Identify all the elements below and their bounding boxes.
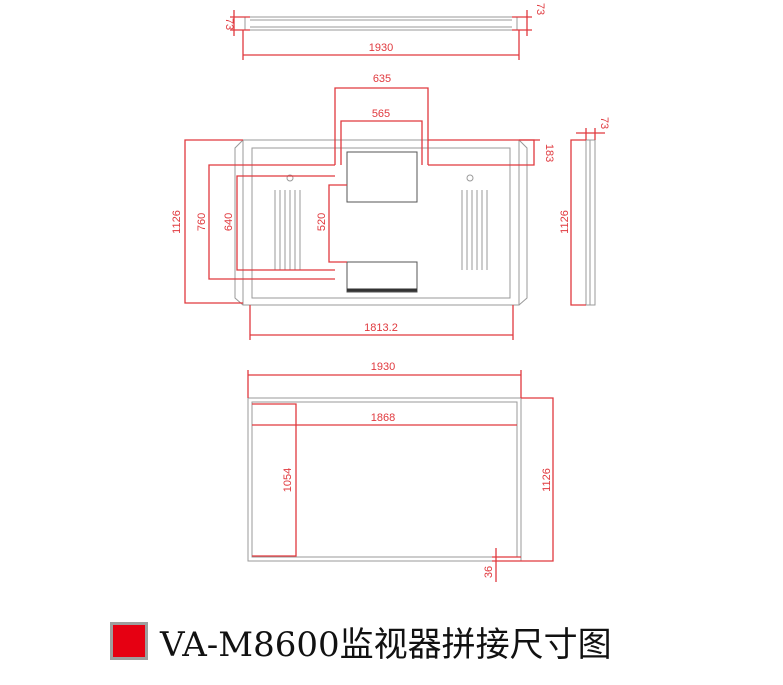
side-view: 73 1126 [559,117,610,306]
mount-height-640-label: 640 [223,213,235,231]
bracket-height-label: 183 [543,144,555,162]
mount-height-760-label: 760 [196,213,208,231]
bezel-label: 36 [483,566,495,578]
top-width-label: 1930 [369,42,393,54]
top-depth-right-label: 73 [534,3,546,15]
bracket-outer-width-label: 635 [373,73,391,85]
top-depth-left-label: 73 [223,18,235,30]
side-depth-label: 73 [598,117,610,129]
caption-title: VA-M8600监视器拼接尺寸图 [160,624,612,665]
front-view: 635 565 183 1126 760 640 520 1813.2 [171,73,555,340]
active-height-label: 1054 [282,468,294,492]
active-width-label: 1868 [371,412,395,424]
screen-width-label: 1930 [371,361,395,373]
screen-height-label: 1126 [541,468,553,492]
side-height-label: 1126 [559,210,571,234]
bracket-inner-width-label: 565 [372,108,390,120]
vesa-height-label: 520 [316,213,328,231]
front-total-height-label: 1126 [171,210,183,234]
red-square-icon [110,622,148,660]
caption: VA-M8600监视器拼接尺寸图 [110,618,612,665]
screen-view: 1930 1868 1054 1126 36 [247,361,554,582]
dimension-drawing: 73 73 1930 635 [171,3,610,582]
hole-span-label: 1813.2 [364,322,398,334]
top-view: 73 73 1930 [223,3,546,60]
